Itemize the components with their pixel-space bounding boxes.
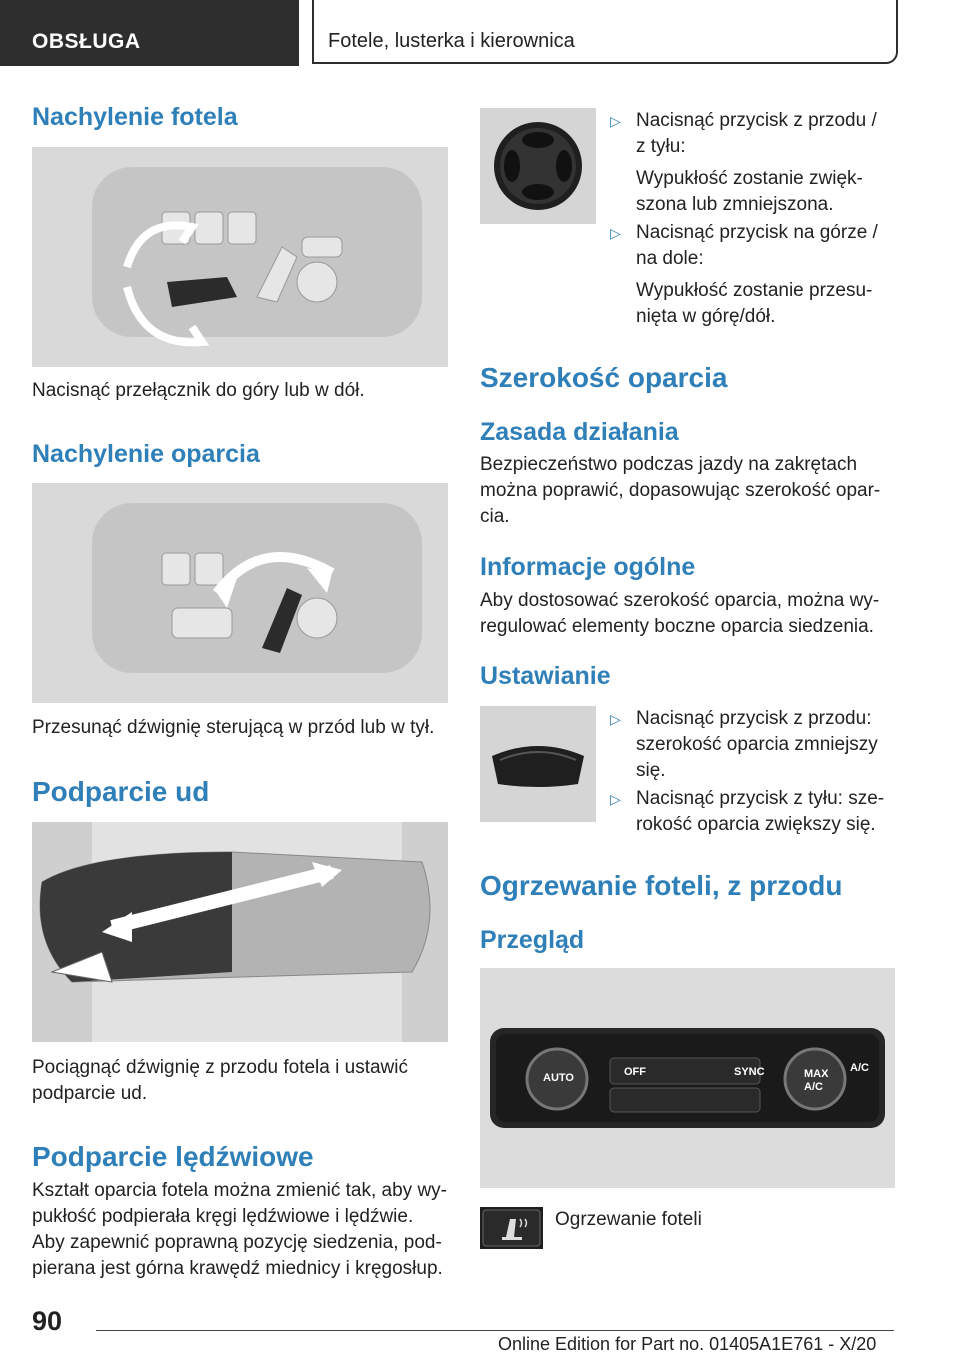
- bullet-triangle-icon: ▷: [610, 711, 621, 727]
- caption-thigh-line1: Pociągnąć dźwignię z przodu fotela i ust…: [32, 1057, 408, 1078]
- section-title: OBSŁUGA: [32, 30, 141, 53]
- page-number: 90: [32, 1306, 63, 1336]
- principle-text-2: można poprawić, dopasowując szerokość op…: [480, 480, 881, 501]
- lumbar-text-4: pierana jest górna krawędź miednicy i kr…: [32, 1258, 443, 1279]
- off-label: OFF: [624, 1066, 646, 1078]
- heading-backrest-tilt: Nachylenie oparcia: [32, 440, 260, 468]
- lumbar-bullet-2-result1: Wypukłość zostanie przesu-: [636, 280, 873, 301]
- lumbar-text-2: pukłość podpierała kręgi lędźwiowe i lęd…: [32, 1206, 414, 1227]
- adjust-bullet-1-line3: się.: [636, 760, 666, 781]
- lumbar-bullet-1-result1: Wypukłość zostanie zwięk-: [636, 168, 863, 189]
- caption-thigh-line2: podparcie ud.: [32, 1083, 148, 1104]
- lumbar-bullet-1-line1: Nacisnąć przycisk z przodu /: [636, 110, 877, 131]
- lumbar-text-3: Aby zapewnić poprawną pozycję siedzenia,…: [32, 1232, 442, 1253]
- adjust-bullet-2-line1: Nacisnąć przycisk z tyłu: sze-: [636, 788, 885, 809]
- adjust-bullet-2-line2: rokość oparcia zwiększy się.: [636, 814, 876, 835]
- auto-label: AUTO: [543, 1072, 574, 1084]
- ac-label: A/C: [850, 1062, 869, 1074]
- principle-text-3: cia.: [480, 506, 510, 527]
- heading-principle: Zasada działania: [480, 418, 679, 446]
- caption-seat-tilt: Nacisnąć przełącznik do góry lub w dół.: [32, 380, 365, 401]
- bullet-triangle-icon: ▷: [610, 791, 621, 807]
- lumbar-bullet-1-line2: z tyłu:: [636, 136, 686, 157]
- seat-heating-button-image: [480, 1207, 543, 1249]
- heading-lumbar-support: Podparcie lędźwiowe: [32, 1141, 314, 1172]
- heading-general-info: Informacje ogólne: [480, 553, 696, 581]
- footer-edition: Online Edition for Part no. 01405A1E761 …: [498, 1334, 877, 1354]
- footer-divider: [96, 1330, 894, 1331]
- bullet-triangle-icon: ▷: [610, 113, 621, 129]
- lumbar-bullet-2-line1: Nacisnąć przycisk na górze /: [636, 222, 878, 243]
- lumbar-bullet-2-line2: na dole:: [636, 248, 704, 269]
- adjust-bullet-1-line1: Nacisnąć przycisk z przodu:: [636, 708, 872, 729]
- caption-backrest-tilt: Przesunąć dźwignię sterującą w przód lub…: [32, 717, 435, 738]
- chapter-title: Fotele, lusterka i kierownica: [328, 30, 575, 52]
- heading-thigh-support: Podparcie ud: [32, 776, 210, 807]
- heading-seat-tilt: Nachylenie fotela: [32, 103, 238, 131]
- lumbar-bullet-1-result2: szona lub zmniejszona.: [636, 194, 834, 215]
- heading-backrest-width: Szerokość oparcia: [480, 362, 728, 393]
- climate-panel-image: AUTO OFF SYNC MAX A/C A/C: [480, 968, 895, 1188]
- sync-label: SYNC: [734, 1066, 765, 1078]
- heading-seat-heating: Ogrzewanie foteli, z przodu: [480, 870, 843, 901]
- thigh-support-image: [32, 822, 448, 1042]
- lumbar-text-1: Kształt oparcia fotela można zmienić tak…: [32, 1180, 448, 1201]
- max-label: MAX: [804, 1068, 829, 1080]
- caption-seat-heating: Ogrzewanie foteli: [555, 1209, 702, 1230]
- section-tab: OBSŁUGA: [0, 0, 299, 66]
- adjust-bullet-1-line2: szerokość oparcia zmniejszy: [636, 734, 878, 755]
- heading-overview: Przegląd: [480, 926, 585, 954]
- general-text-1: Aby dostosować szerokość oparcia, można …: [480, 590, 880, 611]
- seat-tilt-image: [32, 147, 448, 367]
- backrest-tilt-image: [32, 483, 448, 703]
- general-text-2: regulować elementy boczne oparcia siedze…: [480, 616, 874, 637]
- lumbar-button-image: [480, 108, 596, 224]
- lumbar-bullet-2-result2: nięta w górę/dół.: [636, 306, 776, 327]
- chapter-tab: Fotele, lusterka i kierownica: [312, 0, 898, 64]
- max-ac-label: A/C: [804, 1081, 823, 1093]
- principle-text-1: Bezpieczeństwo podczas jazdy na zakrętac…: [480, 454, 858, 475]
- heading-adjusting: Ustawianie: [480, 662, 611, 690]
- bullet-triangle-icon: ▷: [610, 225, 621, 241]
- width-button-image: [480, 706, 596, 822]
